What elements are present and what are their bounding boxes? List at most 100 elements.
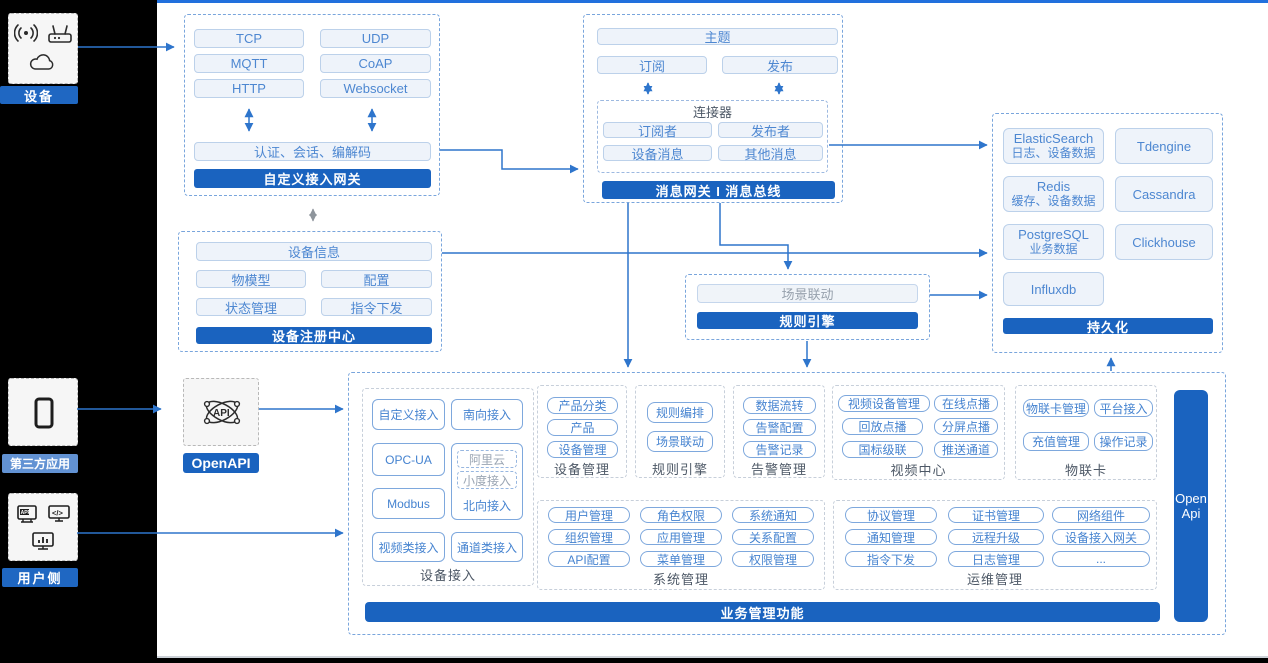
protocol-http: HTTP <box>194 79 304 98</box>
item-label: 网络组件 <box>1076 508 1125 523</box>
item-label: 产品分类 <box>558 399 607 413</box>
remote-upgrade-box: 远程升级 <box>948 529 1044 545</box>
config-label: 配置 <box>363 272 390 288</box>
section-label: 视频中心 <box>890 462 947 478</box>
other-message-label: 其他消息 <box>744 146 797 162</box>
iot-card-mgmt-box: 物联卡管理 <box>1023 399 1089 417</box>
item-label: 关系配置 <box>748 530 797 545</box>
item-label: ... <box>1095 552 1106 566</box>
alarm-config-box: 告警配置 <box>743 419 816 436</box>
protocol-udp: UDP <box>320 29 431 48</box>
item-label: 产品 <box>570 421 595 435</box>
device-rail-label-text: 设备 <box>23 88 54 104</box>
device-info-label: 设备信息 <box>287 245 340 260</box>
ops-mgmt-section-label: 运维管理 <box>833 570 1157 587</box>
open-api-line1: Open <box>1175 491 1207 506</box>
item-label: 证书管理 <box>971 508 1020 523</box>
router-icon <box>48 25 72 43</box>
protocol-label: CoAP <box>358 56 393 71</box>
app-window-icon: APP <box>17 505 37 523</box>
postgresql-box: PostgreSQL 业务数据 <box>1003 224 1104 260</box>
persistence-title: 持久化 <box>1086 319 1129 335</box>
rule-orchestration-box: 规则编排 <box>647 402 713 423</box>
section-label: 告警管理 <box>750 461 807 477</box>
topic-label: 主题 <box>704 30 731 45</box>
video-center-subsection <box>832 385 1005 480</box>
item-label: 设备接入网关 <box>1064 530 1137 545</box>
item-label: 通道类接入 <box>456 540 517 555</box>
video-center-section-label: 视频中心 <box>832 461 1005 478</box>
db-desc: 业务数据 <box>1029 242 1078 256</box>
openapi-card: API <box>183 378 259 446</box>
user-side-rail-label-text: 用户侧 <box>17 571 63 586</box>
item-label: 告警记录 <box>755 443 804 457</box>
custom-gateway-section <box>184 14 440 196</box>
protocol-label: UDP <box>361 31 390 46</box>
rule-engine-title: 规则引擎 <box>779 314 836 329</box>
code-window-icon: </> <box>48 505 70 522</box>
tdengine-box: Tdengine <box>1115 128 1213 164</box>
section-label: 设备接入 <box>419 567 476 583</box>
item-label: 南向接入 <box>462 408 511 422</box>
message-gateway-title: 消息网关 I 消息总线 <box>655 183 782 199</box>
product-box: 产品 <box>547 419 618 436</box>
auth-session-codec-box: 认证、会话、编解码 <box>194 142 431 161</box>
third-party-rail-label: 第三方应用 <box>2 454 78 473</box>
relation-config-box: 关系配置 <box>732 529 814 545</box>
video-device-mgmt-box: 视频设备管理 <box>838 395 930 412</box>
device-registry-section <box>178 231 442 352</box>
connector-subsection <box>597 100 828 173</box>
protocol-label: Websocket <box>343 81 408 96</box>
item-label: 系统通知 <box>748 508 797 523</box>
protocol-label: MQTT <box>230 56 268 71</box>
section-label: 设备管理 <box>553 461 610 477</box>
openapi-label-text: OpenAPI <box>191 455 251 471</box>
db-name: Tdengine <box>1136 138 1192 154</box>
svg-text:</>: </> <box>52 508 63 517</box>
iot-card-section-label: 物联卡 <box>1015 461 1157 478</box>
item-label: 菜单管理 <box>656 552 705 567</box>
item-label: 用户管理 <box>564 508 613 523</box>
top-accent-line <box>157 0 1268 3</box>
item-label: 国标级联 <box>858 443 907 457</box>
modbus-box: Modbus <box>372 488 445 519</box>
item-label: 设备管理 <box>558 443 607 457</box>
business-management-section <box>348 372 1226 635</box>
protocol-label: TCP <box>236 31 262 46</box>
protocol-label: HTTP <box>232 81 266 96</box>
item-label: 阿里云 <box>468 452 505 467</box>
item-label: 通知管理 <box>866 530 915 545</box>
auth-session-codec-label: 认证、会话、编解码 <box>253 145 371 160</box>
phone-icon <box>34 397 54 429</box>
persistence-section <box>992 113 1223 353</box>
opc-ua-box: OPC-UA <box>372 443 445 476</box>
split-screen-box: 分屏点播 <box>934 418 998 435</box>
redis-box: Redis 缓存、设备数据 <box>1003 176 1104 212</box>
channel-access-box: 通道类接入 <box>451 532 523 562</box>
protocol-websocket: Websocket <box>320 79 431 98</box>
platform-access-box: 平台接入 <box>1094 399 1153 417</box>
user-mgmt-box: 用户管理 <box>548 507 630 523</box>
device-access-section-label: 设备接入 <box>362 566 534 583</box>
rule-engine-section-label: 规则引擎 <box>635 460 725 477</box>
scene-linkage-label: 场景联动 <box>781 287 834 302</box>
push-channel-box: 推送通道 <box>934 441 998 458</box>
custom-access-box: 自定义接入 <box>372 399 445 430</box>
antenna-icon <box>14 24 38 42</box>
command-dispatch-ops-box: 指令下发 <box>845 551 937 567</box>
subscriber-box: 订阅者 <box>603 122 712 139</box>
elasticsearch-box: ElasticSearch 日志、设备数据 <box>1003 128 1104 164</box>
protocol-coap: CoAP <box>320 54 431 73</box>
status-mgmt-box: 状态管理 <box>196 298 306 316</box>
rule-engine-section <box>685 274 930 340</box>
alarm-section-label: 告警管理 <box>733 460 825 477</box>
operation-record-box: 操作记录 <box>1094 432 1153 451</box>
more-box: ... <box>1052 551 1150 567</box>
open-api-line2: Api <box>1181 506 1201 521</box>
db-name: Redis <box>1036 179 1071 194</box>
api-config-box: API配置 <box>548 551 630 567</box>
item-label: 视频类接入 <box>378 540 439 555</box>
message-gateway-section <box>583 14 843 203</box>
item-label: 充值管理 <box>1031 435 1080 449</box>
